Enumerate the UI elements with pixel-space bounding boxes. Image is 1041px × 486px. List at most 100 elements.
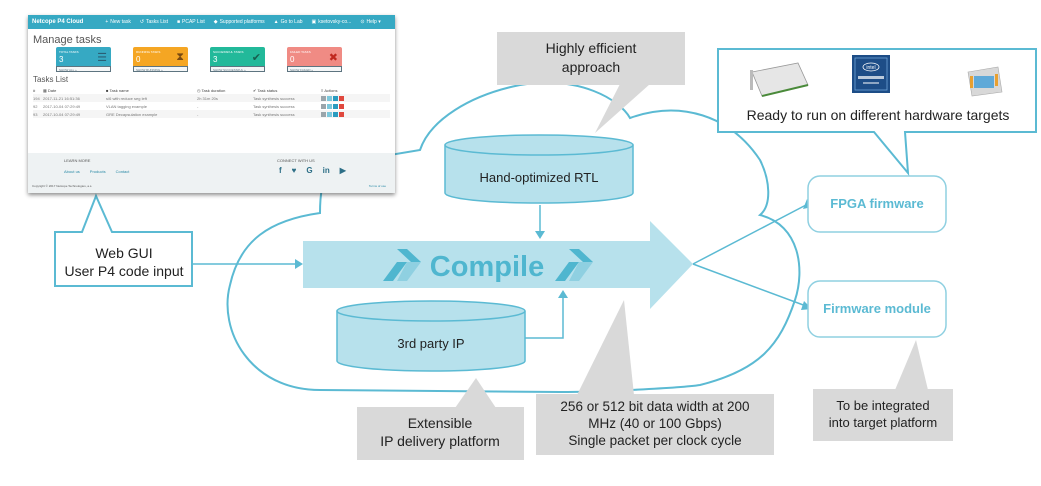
download-button[interactable] (333, 103, 338, 109)
extensible-callout-line-2: IP delivery platform (380, 433, 500, 449)
web-gui-callout-line-2: User P4 code input (64, 263, 183, 279)
cell-date: 2017-10-04 07:29:49 (43, 111, 81, 117)
header-status[interactable]: ✔ Task status (253, 87, 278, 93)
nav-label: New task (110, 19, 131, 25)
cell-date: 2017-11-21 16:51:36 (43, 95, 80, 101)
svg-text:intel: intel (866, 65, 875, 71)
header-label: Task duration (201, 87, 226, 93)
header-task-name[interactable]: ■ Task name (106, 87, 129, 93)
user-icon: ▲ (273, 19, 279, 25)
table-row[interactable]: 93 2017-10-04 07:29:49 GRE Decapsulation… (33, 110, 390, 118)
facebook-icon[interactable]: f (279, 166, 282, 175)
social-links: f ♥ G in ▶ (279, 166, 346, 175)
download-button[interactable] (333, 111, 338, 117)
delete-button[interactable] (339, 95, 344, 101)
terms-link[interactable]: Terms of use (368, 184, 386, 188)
cross-icon: ✖ (328, 52, 338, 64)
nav-new-task[interactable]: +New task (105, 19, 130, 25)
navbar: Netcope P4 Cloud +New task ↺Tasks List ■… (28, 15, 395, 29)
compile-to-fpga-connector (692, 204, 807, 265)
fpga-firmware-label: FPGA firmware (830, 196, 924, 211)
nav-help[interactable]: ⊙Help ▾ (360, 19, 380, 25)
table-row[interactable]: 194 2017-11-21 16:51:36 s/6 with reduce … (33, 94, 390, 102)
connect-heading: CONNECT WITH US (277, 158, 315, 163)
card-successful-tasks: SUCCESSFUL TASKS 3 ✔ SHOW SUCCESSFUL » (210, 47, 265, 72)
cell-duration: 2h 31m 20s (197, 95, 218, 101)
web-gui-callout (54, 193, 193, 287)
row-actions (321, 111, 361, 117)
card-count: 0 (290, 55, 295, 64)
copy-button[interactable] (327, 111, 332, 117)
integrate-callout-line-1: To be integrated (836, 398, 929, 413)
cell-status: Task synthesis success (253, 95, 295, 101)
tasks-list-title: Tasks List (33, 75, 69, 84)
copy-button[interactable] (327, 103, 332, 109)
cell-task-name: s/6 with reduce seg left (106, 95, 147, 101)
file-icon: ■ (176, 19, 181, 25)
header-duration[interactable]: ◷ Task duration (197, 87, 226, 93)
view-button[interactable] (321, 95, 326, 101)
nav-supported-platforms[interactable]: ◆Supported platforms (214, 19, 265, 25)
view-button[interactable] (321, 103, 326, 109)
about-us-link[interactable]: About us (64, 169, 80, 174)
cloud-outline (226, 81, 801, 394)
rtl-arrowhead (535, 231, 545, 239)
compile-to-module-connector (692, 263, 807, 307)
card-count: 3 (59, 55, 64, 64)
gui-footer: LEARN MORE About us Products Contact CON… (28, 153, 395, 193)
twitter-icon[interactable]: ♥ (291, 166, 297, 175)
rtl-database-label: Hand-optimized RTL (480, 170, 599, 185)
copyright-text: Copyright © 2017 Netcope Technologies, a… (32, 184, 93, 188)
cell-status: Task synthesis success (253, 103, 295, 109)
show-failed-link[interactable]: SHOW FAILED » (287, 66, 342, 72)
nav-tasks-list[interactable]: ↺Tasks List (140, 19, 168, 25)
show-running-link[interactable]: SHOW RUNNING » (133, 66, 188, 72)
cell-id: 93 (33, 111, 38, 117)
nav-go-to-lab[interactable]: ▲Go to Lab (274, 19, 303, 25)
hourglass-icon: ⧗ (176, 51, 184, 63)
header-label: Task name (109, 87, 129, 93)
card-label: SUCCESSFUL TASKS (213, 50, 244, 54)
account-icon: ▣ (311, 19, 317, 25)
cell-status: Task synthesis success (253, 111, 295, 117)
contact-link[interactable]: Contact (115, 169, 130, 174)
header-label: Actions (324, 87, 338, 93)
table-row[interactable]: 92 2017-10-04 07:29:49 VLAN tagging exam… (33, 102, 390, 110)
ip-to-compile-connector (525, 297, 564, 339)
products-link[interactable]: Products (89, 169, 106, 174)
integrate-callout (813, 340, 953, 441)
cell-task-name: VLAN tagging example (106, 103, 147, 109)
nav-label: PCAP List (182, 19, 205, 25)
card-label: TOTAL TASKS (59, 50, 79, 54)
web-gui-screenshot: Netcope P4 Cloud +New task ↺Tasks List ■… (28, 15, 395, 193)
youtube-icon[interactable]: ▶ (339, 166, 346, 175)
header-date[interactable]: ▦ Date (43, 87, 57, 93)
cell-duration: - (197, 103, 199, 109)
card-total-tasks: TOTAL TASKS 3 ☰ SHOW ALL » (56, 47, 111, 72)
nav-label: ksetovsky-co... (318, 19, 352, 25)
copy-button[interactable] (327, 95, 332, 101)
header-label: Task status (257, 87, 278, 93)
cell-task-name: GRE Decapsulation example (106, 111, 158, 117)
delete-button[interactable] (339, 103, 344, 109)
firmware-module-box (807, 280, 947, 338)
intel-stratix-logo: intel (852, 55, 890, 93)
show-all-link[interactable]: SHOW ALL » (56, 66, 111, 72)
nav-account[interactable]: ▣ksetovsky-co... (312, 19, 352, 25)
show-successful-link[interactable]: SHOW SUCCESSFUL » (210, 66, 265, 72)
card-failed-tasks: FAILED TASKS 0 ✖ SHOW FAILED » (287, 47, 342, 72)
header-id[interactable]: # (33, 87, 36, 93)
linkedin-icon[interactable]: in (322, 166, 330, 175)
brand-logo[interactable]: Netcope P4 Cloud (32, 19, 84, 25)
card-label: FAILED TASKS (290, 50, 311, 54)
delete-button[interactable] (339, 111, 344, 117)
google-plus-icon[interactable]: G (306, 166, 313, 175)
card-label: RUNNING TASKS (136, 50, 161, 54)
gui-arrowhead (295, 259, 303, 269)
hardware-targets-label: Ready to run on different hardware targe… (746, 107, 1010, 123)
efficient-callout (497, 32, 685, 133)
nav-pcap-list[interactable]: ■PCAP List (177, 19, 205, 25)
download-button[interactable] (333, 95, 338, 101)
view-button[interactable] (321, 111, 326, 117)
nav-label: Help ▾ (366, 19, 381, 25)
